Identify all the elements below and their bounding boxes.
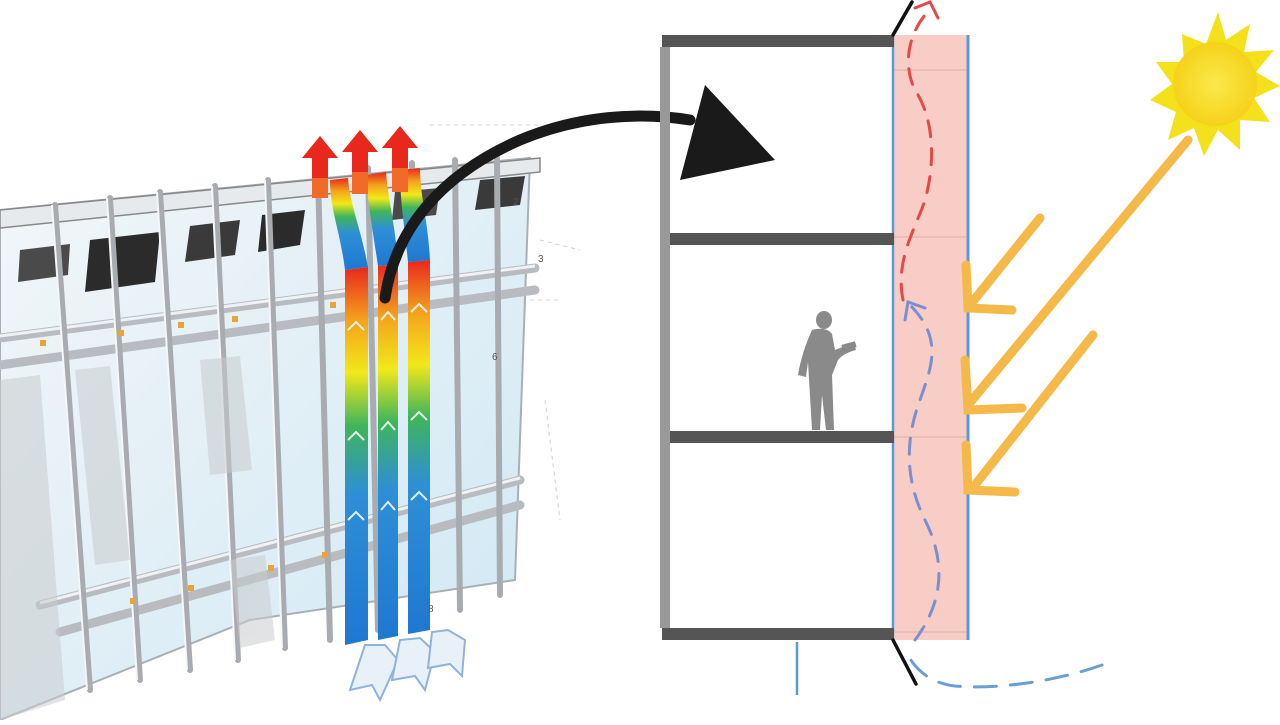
joint-markers [40, 302, 336, 604]
hot-air-arrow-shading [312, 168, 408, 198]
callout-2: 2 [513, 197, 519, 208]
intake-air-flow [903, 648, 1104, 689]
warm-air-flow [899, 13, 933, 302]
slab-level-1 [662, 431, 894, 443]
heated-air-ducts [330, 168, 430, 645]
person-icon [798, 311, 857, 430]
construction-lines [430, 124, 581, 521]
vent-flaps [891, 0, 918, 686]
facade-perspective-illustration: 2 3 6 8 [0, 124, 581, 722]
hot-air-arrow-icon [302, 126, 418, 178]
slab-ground [662, 628, 894, 640]
floor-slabs [662, 35, 894, 640]
callout-8: 8 [428, 604, 434, 615]
facade-section-diagram [660, 0, 1280, 695]
duct-1 [345, 267, 368, 645]
curved-arrow-icon [379, 85, 775, 304]
warm-air-arrowhead [913, 0, 940, 20]
cavity-grates [893, 69, 968, 633]
structural-column [660, 47, 670, 628]
duct-2 [378, 264, 398, 640]
solar-ray-arrow-icon [960, 135, 1193, 497]
slab-roof [662, 35, 894, 47]
cool-air-arrowhead [903, 299, 927, 322]
sun-icon [1150, 12, 1280, 156]
sun-disc [1173, 42, 1257, 126]
slab-level-2 [662, 233, 894, 245]
callout-6: 6 [492, 352, 498, 363]
duct-chevrons [347, 302, 428, 521]
interior-shading [0, 356, 275, 720]
fresh-air-intake-icon [348, 628, 467, 703]
callout-3: 3 [538, 254, 544, 265]
duct-3 [408, 260, 430, 634]
cool-air-flow [907, 303, 941, 642]
